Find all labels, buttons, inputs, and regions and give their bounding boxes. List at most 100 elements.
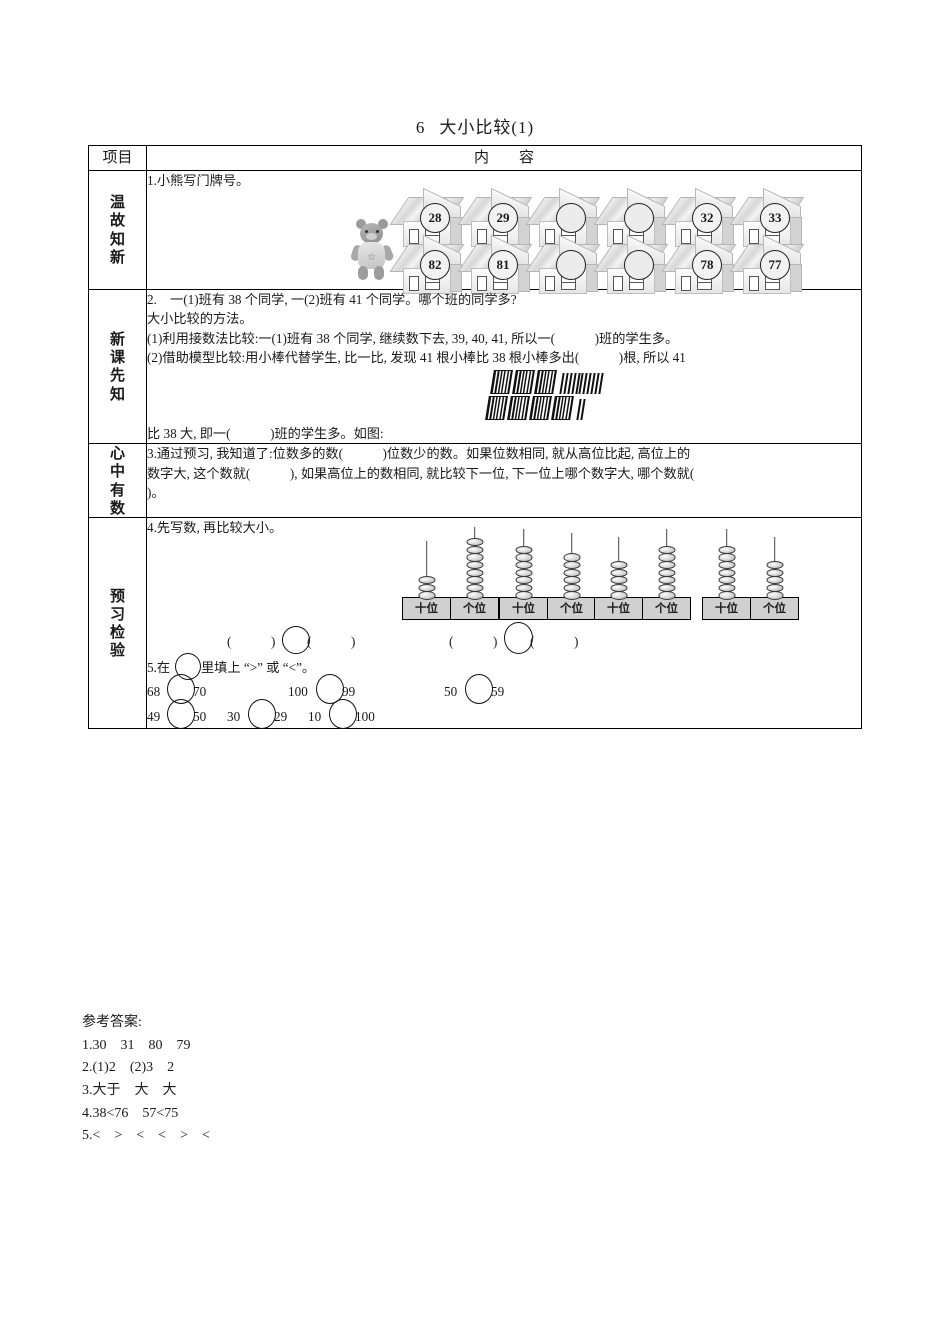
comparison-circle[interactable] [504,621,533,654]
stick-bundle [512,369,535,394]
table-row: 新 课 先 知 2. 一(1)班有 38 个同学, 一(2)班有 41 个同学。… [88,288,862,445]
table-row: 预 习 检 验 4.先写数, 再比较大小。 [88,517,862,729]
row-content-yuxi-jianyan: 4.先写数, 再比较大小。 十位 [146,517,862,729]
cmp-left: 30 [227,708,241,724]
row-label-char: 验 [109,641,125,660]
question-1-prompt: 1.小熊写门牌号。 [147,173,250,188]
house-number-plate[interactable]: 29 [488,202,518,233]
house-number-plate[interactable]: 77 [760,249,790,280]
abacus-2: 十位 个位 [499,528,596,620]
cmp-left: 68 [147,683,161,699]
cmp-left: 50 [444,683,458,699]
house-grid: 28 29 32 33 82 81 [389,187,805,294]
row-content-xinzhong-youshu: 3.通过预习, 我知道了:位数多的数( )位数少的数。如果位数相同, 就从高位比… [146,443,862,519]
answer-key-line: 2.(1)2 (2)3 2 [82,1060,175,1076]
cmp-right: 70 [193,683,207,699]
abacus-rod-label: 个位 [463,600,486,615]
stick-row-41 [490,369,604,394]
row-label-char: 有 [109,480,125,499]
question-4-answer-line: ( ) ( ) ( ) ( ) [147,621,861,656]
abacus-rod-tens[interactable]: 十位 [403,540,451,619]
house-number-plate-blank[interactable] [624,249,654,280]
house-number-plate[interactable]: 81 [488,249,518,280]
stick-bundle [534,369,557,394]
question-5-row-1: 68 70 100 99 50 59 [147,673,861,704]
answer-key-line: 5.< > < < > < [82,1128,210,1144]
question-2-conclusion[interactable]: 比 38 大, 即一( )班的学生多。如图: [147,425,384,441]
house-number-plate[interactable]: 82 [420,249,450,280]
house-number-plate-blank[interactable] [556,202,586,233]
bead-stack [563,553,580,600]
abacus-rod-ones[interactable]: 个位 [548,532,595,619]
answer-blank-left-2[interactable]: ( ) [449,633,498,649]
cmp-left: 100 [288,683,308,699]
comparison-circle[interactable] [465,673,493,704]
answer-blank-right-1[interactable]: ( ) [307,633,356,649]
stick-bundle [490,369,513,394]
row-content-wengu-zhixin: 1.小熊写门牌号。 ☆ [146,170,862,294]
row-label-char: 数 [109,499,125,518]
house-number-plate[interactable]: 33 [760,202,790,233]
table-header-row: 项目 内 容 [88,145,862,171]
question-5-prompt: 5.在 里填上 “>” 或 “<”。 [147,652,861,680]
abacus-rod-ones[interactable]: 个位 [451,526,498,619]
abacus-illustration: 十位 个位 [147,526,861,630]
house-illustration: ☆ 28 29 32 33 [147,187,861,294]
comparison-circle[interactable] [329,698,357,729]
abacus-rod-tens[interactable]: 十位 [500,528,548,619]
row-content-xinke-xianzhi: 2. 一(1)班有 38 个同学, 一(2)班有 41 个同学。哪个班的同学多?… [146,288,862,445]
question-5-prompt-b: 里填上 “>” 或 “<”。 [201,659,316,675]
question-2-part2[interactable]: (2)借助模型比较:用小棒代替学生, 比一比, 发现 41 根小棒比 38 根小… [147,350,686,366]
bead-stack [418,576,435,600]
row-label-char: 故 [109,211,125,230]
answer-blank-right-2[interactable]: ( ) [530,633,579,649]
header-cell-label: 项目 [88,145,147,171]
loose-sticks-group [576,398,586,420]
cmp-right: 99 [342,683,356,699]
house-number-plate-blank[interactable] [624,202,654,233]
house-item: 81 [457,234,535,300]
question-5-row-2: 49 50 30 29 10 100 [147,698,861,729]
comparison-circle[interactable] [282,625,310,654]
house-item: 33 [729,187,807,253]
comparison-circle[interactable] [316,673,344,704]
cmp-left: 49 [147,708,161,724]
bead-stack [610,560,627,600]
row-label-yuxi-jianyan: 预 习 检 验 [88,517,147,729]
row-label-xinzhong-youshu: 心 中 有 数 [88,443,147,519]
row-label-char: 习 [109,604,125,623]
question-5-prompt-a: 5.在 [147,659,171,675]
comparison-circle[interactable] [248,698,276,729]
row-label-char: 中 [109,462,125,481]
abacus-rod-ones[interactable]: 个位 [643,528,690,619]
abacus-3: 十位 个位 [594,528,691,620]
house-number-plate[interactable]: 32 [692,202,722,233]
abacus-rod-tens[interactable]: 十位 [595,536,643,619]
question-3-line-2[interactable]: 数字大, 这个数就( ), 如果高位上的数相同, 就比较下一位, 下一位上哪个数… [147,465,695,481]
comparison-circle[interactable] [167,698,195,729]
abacus-4: 十位 个位 [702,528,799,620]
house-number-plate-blank[interactable] [556,249,586,280]
house-row-top: 28 29 32 33 [389,187,805,247]
abacus-rod-ones[interactable]: 个位 [751,536,798,619]
bead-stack [515,545,532,600]
answer-key-line: 4.38<76 57<75 [82,1105,179,1121]
answer-blank-left-1[interactable]: ( ) [227,633,276,649]
row-label-xinke-xianzhi: 新 课 先 知 [88,288,147,445]
house-number-plate[interactable]: 28 [420,202,450,233]
bead-stack [718,545,735,600]
question-2-part1[interactable]: (1)利用接数法比较:一(1)班有 38 个同学, 继续数下去, 39, 40,… [147,330,679,346]
stick-row-38 [485,395,586,420]
abacus-rod-tens[interactable]: 十位 [703,528,751,619]
bear-icon: ☆ [349,218,395,281]
question-3-line-1[interactable]: 3.通过预习, 我知道了:位数多的数( )位数少的数。如果位数相同, 就从高位比… [147,446,691,462]
cmp-right: 59 [491,683,505,699]
stick-bundle [507,395,530,420]
answer-key-line: 1.30 31 80 79 [82,1037,191,1053]
house-number-plate[interactable]: 78 [692,249,722,280]
stick-bundle-illustration [147,368,861,424]
bead-stack [766,560,783,600]
abacus-rod-label: 十位 [512,600,535,615]
question-2-prompt: 2. 一(1)班有 38 个同学, 一(2)班有 41 个同学。哪个班的同学多? [147,291,517,307]
